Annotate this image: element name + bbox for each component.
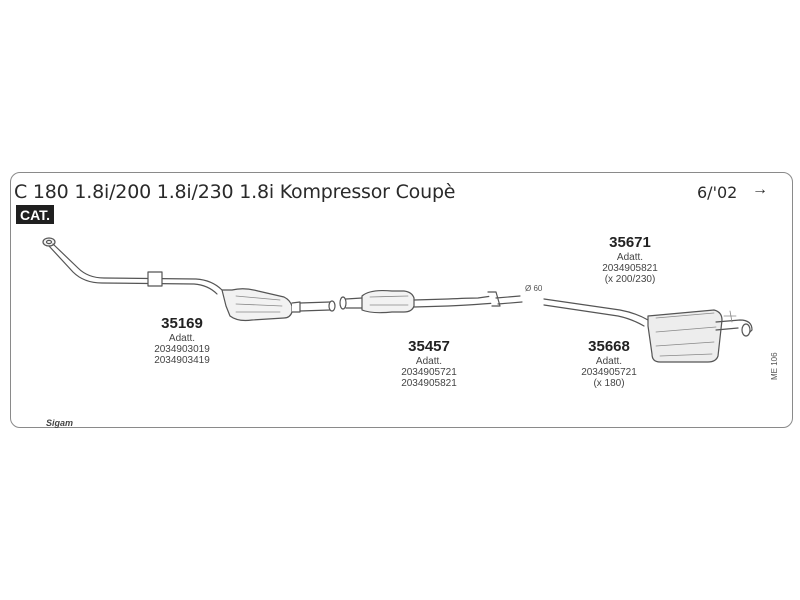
cat-badge: CAT. — [16, 205, 55, 224]
vehicle-title: C 180 1.8i/200 1.8i/230 1.8i Kompressor … — [14, 181, 456, 203]
part-35169: 35169 Adatt. 2034903019 2034903419 — [142, 315, 222, 366]
part-code: (x 180) — [593, 378, 625, 389]
middle-pipe-with-silencer — [339, 289, 523, 314]
part-35671: 35671 Adatt. 2034905821 (x 200/230) — [590, 234, 670, 285]
part-number: 35671 — [609, 234, 651, 251]
pipe-diameter-label: Ø 60 — [525, 284, 543, 293]
part-label: Adatt. — [595, 356, 623, 367]
part-code: 2034905721 — [581, 367, 637, 378]
part-code: 2034905821 — [401, 378, 457, 389]
rear-pipe-with-muffler — [543, 298, 753, 363]
brand-logo: Sigam — [46, 418, 74, 428]
sheet-code: ME 106 — [770, 352, 779, 380]
part-label: Adatt. — [415, 356, 443, 367]
date-label: 6/'02 — [697, 183, 738, 202]
part-code: 2034903019 — [154, 344, 210, 355]
part-label: Adatt. — [616, 252, 644, 263]
part-number: 35457 — [408, 338, 450, 355]
part-35457: 35457 Adatt. 2034905721 2034905821 — [389, 338, 469, 389]
part-code: 2034905721 — [401, 367, 457, 378]
part-number: 35668 — [588, 338, 630, 355]
part-number: 35169 — [161, 315, 203, 332]
part-code: 2034905821 — [602, 263, 658, 274]
diagram-frame — [10, 172, 793, 428]
date-arrow-icon: → — [752, 181, 768, 198]
part-code: 2034903419 — [154, 355, 210, 366]
part-code: (x 200/230) — [604, 274, 656, 285]
part-label: Adatt. — [168, 333, 196, 344]
part-35668: 35668 Adatt. 2034905721 (x 180) — [569, 338, 649, 389]
front-pipe-with-catalyst — [48, 243, 336, 322]
